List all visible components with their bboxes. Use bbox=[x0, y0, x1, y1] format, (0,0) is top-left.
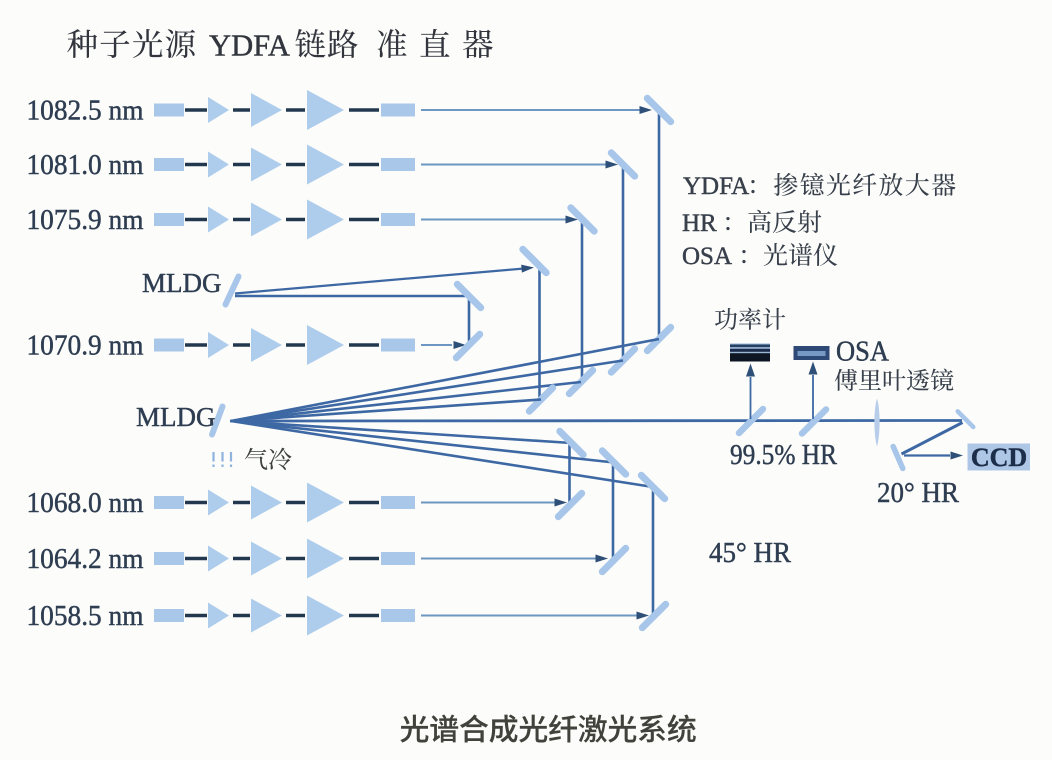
svg-text:HR: HR bbox=[682, 210, 717, 237]
svg-text:1082.5 nm: 1082.5 nm bbox=[27, 96, 144, 127]
svg-text:OSA: OSA bbox=[682, 243, 732, 270]
svg-text:OSA: OSA bbox=[836, 337, 890, 368]
svg-text:1075.9 nm: 1075.9 nm bbox=[27, 205, 144, 236]
svg-text:CCD: CCD bbox=[971, 443, 1027, 472]
svg-text:1058.5 nm: 1058.5 nm bbox=[27, 601, 144, 632]
svg-text:45° HR: 45° HR bbox=[709, 537, 792, 569]
svg-text:1064.2 nm: 1064.2 nm bbox=[27, 544, 144, 575]
svg-text:MLDG: MLDG bbox=[136, 402, 216, 432]
svg-text:99.5% HR: 99.5% HR bbox=[730, 440, 837, 471]
svg-text:MLDG: MLDG bbox=[142, 268, 222, 298]
svg-text:20° HR: 20° HR bbox=[877, 477, 960, 509]
svg-text:1081.0 nm: 1081.0 nm bbox=[27, 150, 144, 181]
svg-text:1068.0 nm: 1068.0 nm bbox=[27, 488, 144, 519]
svg-text:1070.9 nm: 1070.9 nm bbox=[27, 331, 144, 362]
svg-text:YDFA: YDFA bbox=[683, 173, 749, 200]
svg-text:YDFA: YDFA bbox=[209, 29, 290, 63]
